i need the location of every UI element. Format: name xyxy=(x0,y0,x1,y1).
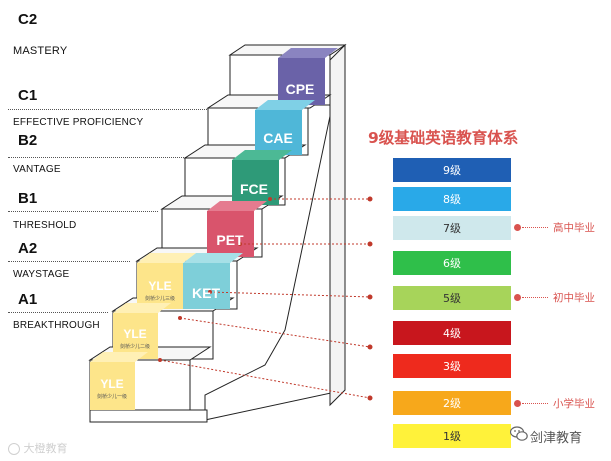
cefr-code-a2: A2 xyxy=(18,240,38,257)
exam-block-yle-2 xyxy=(113,313,158,359)
marker-line-primary-school xyxy=(522,403,548,404)
level-1: 1级 xyxy=(393,424,511,448)
exam-block-yle-1 xyxy=(90,362,135,410)
level-2: 2级 xyxy=(393,391,511,415)
cefr-name-threshold: THRESHOLD xyxy=(13,220,77,231)
marker-high-school: 高中毕业 xyxy=(553,222,595,234)
exam-block-ket xyxy=(183,263,230,309)
divider-a1 xyxy=(8,312,108,313)
connector-dot-yle-1-start xyxy=(158,358,162,362)
cefr-name-waystage: WAYSTAGE xyxy=(13,269,70,280)
connector-dot-fce-end xyxy=(367,196,373,202)
exam-block-cae xyxy=(255,110,302,155)
exam-label-cae: CAE xyxy=(263,130,293,146)
exam-label-ket: KET xyxy=(192,285,220,301)
exam-block-cae-top xyxy=(255,100,315,110)
divider-b2 xyxy=(8,157,186,158)
exam-label-fce: FCE xyxy=(240,181,268,197)
cefr-name-mastery: MASTERY xyxy=(13,45,68,57)
marker-dot-high-school xyxy=(514,224,521,231)
marker-line-high-school xyxy=(522,227,548,228)
level-8: 8级 xyxy=(393,187,511,211)
exam-label-pet: PET xyxy=(216,232,244,248)
cefr-code-a1: A1 xyxy=(18,291,38,308)
exam-block-yle-1-top xyxy=(90,352,148,362)
exam-block-ket-top xyxy=(183,253,243,263)
level-9: 9级 xyxy=(393,158,511,182)
connector-dot-pet-start xyxy=(238,242,242,246)
exam-sub-yle-2: 剑桥少儿二级 xyxy=(120,343,150,350)
marker-dot-middle-school xyxy=(514,294,521,301)
wechat-icon xyxy=(510,426,528,441)
cefr-code-c2: C2 xyxy=(18,11,38,28)
cefr-code-b1: B1 xyxy=(18,190,38,207)
level-6: 6级 xyxy=(393,251,511,275)
exam-block-pet-top xyxy=(207,201,267,211)
divider-a2 xyxy=(8,261,130,262)
exam-block-cpe-top xyxy=(278,48,338,58)
watermark-left: 大橙教育 xyxy=(8,440,68,456)
cefr-name-vantage: VANTAGE xyxy=(13,164,61,175)
exam-block-pet xyxy=(207,211,254,257)
cefr-name-breakthrough: BREAKTHROUGH xyxy=(13,320,100,331)
divider-c1 xyxy=(8,109,213,110)
connector-dot-yle-2-start xyxy=(178,316,182,320)
exam-sub-yle-3: 剑桥少儿三级 xyxy=(145,295,175,302)
exam-block-fce-top xyxy=(232,150,292,160)
cefr-code-c1: C1 xyxy=(18,87,38,104)
exam-label-yle-3: YLE xyxy=(148,279,171,293)
cefr-name-effective-proficiency: EFFECTIVE PROFICIENCY xyxy=(13,117,144,128)
watermark-left-text: 大橙教育 xyxy=(23,442,68,455)
exam-block-yle-3 xyxy=(137,263,183,309)
exam-sub-yle-1: 剑桥少儿一级 xyxy=(97,393,127,400)
exam-label-cpe: CPE xyxy=(286,81,315,97)
connector-dot-yle-1-end xyxy=(367,395,373,401)
marker-dot-primary-school xyxy=(514,400,521,407)
exam-label-yle-2: YLE xyxy=(123,327,146,341)
exam-block-cpe xyxy=(278,58,325,105)
exam-block-yle-2-top xyxy=(113,303,171,313)
cefr-code-b2: B2 xyxy=(18,132,38,149)
marker-middle-school: 初中毕业 xyxy=(553,292,595,304)
exam-block-yle-3-top xyxy=(137,253,196,263)
connector-dot-ket-end xyxy=(367,294,373,300)
watermark-right: 剑津教育 xyxy=(530,431,583,446)
connector-dot-fce-start xyxy=(268,197,272,201)
level-4: 4级 xyxy=(393,321,511,345)
level-3: 3级 xyxy=(393,354,511,378)
level-5: 5级 xyxy=(393,286,511,310)
level-7: 7级 xyxy=(393,216,511,240)
connector-yle-2 xyxy=(179,317,371,348)
marker-line-middle-school xyxy=(522,297,548,298)
exam-label-yle-1: YLE xyxy=(100,377,123,391)
divider-b1 xyxy=(8,211,158,212)
connector-dot-yle-2-end xyxy=(367,344,373,350)
marker-primary-school: 小学毕业 xyxy=(553,398,595,410)
connector-ket xyxy=(209,291,371,298)
connector-dot-ket-start xyxy=(208,290,212,294)
connector-dot-pet-end xyxy=(367,241,373,247)
system-title: 9级基础英语教育体系 xyxy=(368,129,519,147)
connector-yle-1 xyxy=(159,359,371,399)
watermark-left-icon xyxy=(8,443,20,455)
